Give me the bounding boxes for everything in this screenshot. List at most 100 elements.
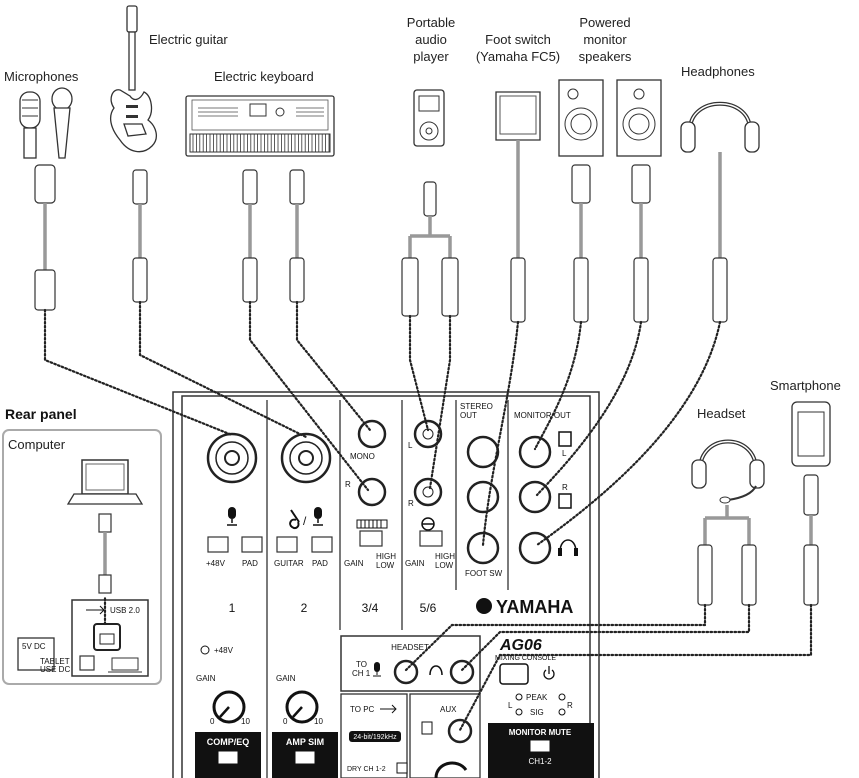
label-low-56: LOW: [435, 561, 454, 570]
headset-label: HEADSET: [391, 643, 429, 652]
sig-label: SIG: [530, 708, 544, 717]
signal-wires: [43, 300, 813, 732]
r-label-56: R: [408, 499, 414, 508]
power-icon: [543, 666, 555, 680]
combo-jack-ch1[interactable]: [206, 432, 258, 484]
disc-icon: [421, 517, 435, 531]
stereo-out-r[interactable]: [466, 480, 500, 514]
btn-gain-56[interactable]: [419, 530, 443, 547]
label-monitor-1: Powered: [579, 15, 630, 30]
gain-min-1: 0: [210, 717, 215, 726]
to-pc-label: TO PC: [350, 705, 375, 714]
bitrate-label: 24-bit/192kHz: [353, 734, 397, 741]
laptop-icon: [66, 459, 144, 505]
label-high-56: HIGH: [435, 552, 455, 561]
stereo-out-label-1: STEREO: [460, 402, 493, 411]
keyboard-icon: [185, 95, 335, 157]
model-sub-label: MIXING CONSOLE: [495, 655, 556, 662]
monitor-out-label: MONITOR OUT: [514, 411, 571, 420]
tablet-label-1: TABLET: [40, 657, 70, 666]
dc-label: 5V DC: [22, 642, 46, 651]
btn-48v[interactable]: [207, 536, 229, 553]
combo-jack-ch2[interactable]: [280, 432, 332, 484]
label-48v: +48V: [206, 559, 226, 568]
r-label-meter: R: [567, 701, 573, 710]
channel-56: 5/6: [420, 601, 437, 615]
stereo-out-l[interactable]: [466, 435, 500, 469]
headphone-icon: [680, 101, 760, 153]
l-label-mon: L: [562, 449, 567, 458]
channel-1: 1: [229, 601, 236, 615]
headset-phones-jack[interactable]: [449, 659, 475, 685]
guitar-icon: [289, 509, 300, 530]
speaker-icon: [558, 79, 662, 157]
dry-ch12-label: DRY CH 1-2: [347, 766, 386, 773]
headphone-icon: [558, 539, 578, 556]
label-guitar: GUITAR: [274, 559, 304, 568]
cables-top: [34, 140, 728, 323]
yamaha-logo-icon: [476, 598, 492, 614]
btn-gain-34[interactable]: [359, 530, 383, 547]
label-footswitch-2: (Yamaha FC5): [476, 49, 560, 64]
usb-icon: [380, 704, 397, 714]
gain-max-2: 10: [314, 717, 323, 726]
label-portable-1: Portable: [407, 15, 455, 30]
label-electric-guitar: Electric guitar: [149, 32, 228, 47]
tablet-label-2: USE DC: [40, 665, 70, 674]
microphone-icon: [313, 507, 323, 526]
brand-yamaha: YAMAHA: [496, 597, 573, 617]
label-smartphone: Smartphone: [770, 378, 841, 393]
guitar-icon: [109, 5, 158, 153]
label-low-34: LOW: [376, 561, 395, 570]
btn-pad-2[interactable]: [311, 536, 333, 553]
jack-3-mono[interactable]: [357, 419, 387, 449]
headset-mic-jack[interactable]: [393, 659, 419, 685]
foot-sw-label: FOOT SW: [465, 569, 503, 578]
amp-sim-button[interactable]: [294, 750, 316, 765]
label-electric-keyboard: Electric keyboard: [214, 69, 314, 84]
gain-knob-ch2[interactable]: [285, 690, 319, 724]
stereo-out-label-2: OUT: [460, 411, 477, 420]
model-label: AG06: [499, 637, 542, 654]
microphone-icon: [373, 662, 381, 677]
usb-label: USB 2.0: [110, 606, 140, 615]
r-label-34: R: [345, 480, 351, 489]
footswitch-icon: [495, 91, 541, 141]
btn-guitar[interactable]: [276, 536, 298, 553]
peak-label: PEAK: [526, 693, 548, 702]
slash: /: [303, 514, 307, 528]
gain-max-1: 10: [241, 717, 250, 726]
label-headset: Headset: [697, 406, 746, 421]
label-computer: Computer: [8, 437, 66, 452]
gain-label-2: GAIN: [276, 674, 296, 683]
monitor-mute-button[interactable]: [529, 739, 551, 753]
gain-knob-ch1[interactable]: [212, 690, 246, 724]
headset-icon: [691, 439, 765, 504]
btn-pad-1[interactable]: [241, 536, 263, 553]
channel-2: 2: [301, 601, 308, 615]
comp-eq-button[interactable]: [217, 750, 239, 765]
footswitch-jack[interactable]: [466, 531, 500, 565]
to-ch1-label-2: CH 1: [352, 669, 371, 678]
l-label-56: L: [408, 441, 413, 450]
label-footswitch-1: Foot switch: [485, 32, 551, 47]
label-portable-3: player: [413, 49, 449, 64]
monitor-mute-label: MONITOR MUTE: [509, 728, 572, 737]
phones-jack[interactable]: [518, 531, 552, 565]
label-monitor-3: speakers: [579, 49, 632, 64]
label-monitor-2: monitor: [583, 32, 627, 47]
label-high-34: HIGH: [376, 552, 396, 561]
comp-eq-label: COMP/EQ: [207, 737, 250, 747]
keyboard-icon: [356, 519, 388, 529]
label-gain-34: GAIN: [344, 559, 364, 568]
microphone-icon: [19, 87, 73, 159]
r-label-mon: R: [562, 483, 568, 492]
power-switch[interactable]: [499, 663, 529, 685]
monitor-out-l[interactable]: [518, 435, 552, 469]
microphone-icon: [227, 507, 237, 526]
label-portable-2: audio: [415, 32, 447, 47]
amp-sim-label: AMP SIM: [286, 737, 324, 747]
gain-label-1: GAIN: [196, 674, 216, 683]
aux-jack[interactable]: [447, 718, 473, 744]
